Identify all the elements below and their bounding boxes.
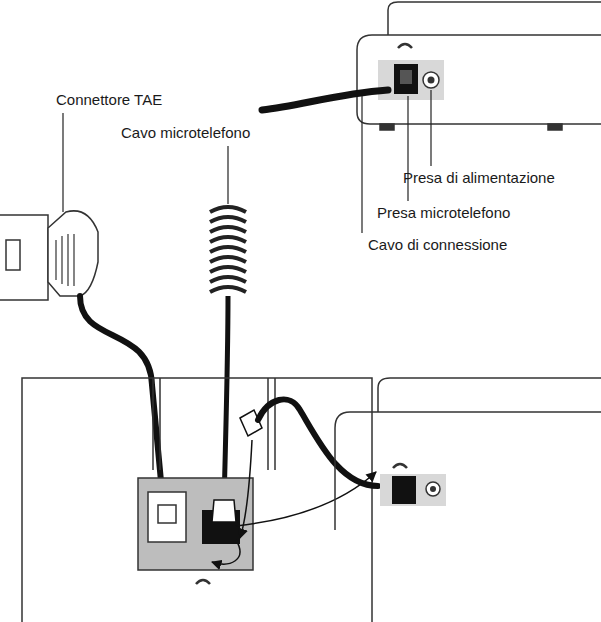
coiled-cord <box>210 207 246 292</box>
connection-cable <box>262 90 388 110</box>
unit-lid <box>378 378 601 412</box>
rj-plug <box>212 500 236 522</box>
leader-line <box>62 113 63 212</box>
socket-plate <box>0 215 48 300</box>
unit-lid <box>388 2 601 35</box>
leader-lines <box>63 90 431 233</box>
jack-panel <box>138 478 253 570</box>
handset-symbol <box>196 580 210 584</box>
part-label: Cavo di connessione <box>367 236 508 254</box>
base-underside <box>22 378 372 622</box>
power-jack-pin <box>428 77 435 84</box>
line-jack-inner <box>158 505 176 523</box>
insert-arrow <box>236 472 376 526</box>
part-label: Cavo microtelefono <box>120 124 251 142</box>
handset-jack-inner <box>400 70 412 84</box>
handset-jack <box>392 476 416 504</box>
tae-plug-ribs <box>56 234 74 286</box>
tae-cable <box>80 296 162 492</box>
tae-plug <box>48 211 98 296</box>
unit-foot <box>380 124 394 130</box>
handset-jack <box>394 64 418 94</box>
handset-cord <box>224 296 228 505</box>
jack-panel <box>380 474 446 506</box>
unit-body <box>357 35 601 124</box>
handset-symbol <box>393 464 407 468</box>
wall-socket <box>0 215 48 300</box>
leader-line <box>361 96 362 233</box>
part-label: Presa microtelefono <box>376 204 511 222</box>
insert-arrow <box>240 440 252 538</box>
base-outline <box>22 378 372 622</box>
power-jack <box>426 482 440 496</box>
handset-symbol <box>398 44 412 48</box>
power-jack-pin <box>430 486 436 492</box>
part-label: Presa di alimentazione <box>402 169 556 187</box>
insert-arrow <box>212 540 240 564</box>
leader-line <box>227 146 228 204</box>
jack-panel <box>378 60 444 100</box>
cable-channels <box>153 378 275 470</box>
power-jack <box>423 72 439 88</box>
leader-line <box>430 90 431 166</box>
base-unit-bottom <box>335 378 601 530</box>
socket-slot <box>6 240 20 270</box>
base-unit-top <box>357 2 601 130</box>
part-label: Connettore TAE <box>55 91 163 109</box>
line-jack <box>148 492 186 542</box>
unit-body <box>335 412 601 530</box>
unit-foot <box>548 124 562 130</box>
